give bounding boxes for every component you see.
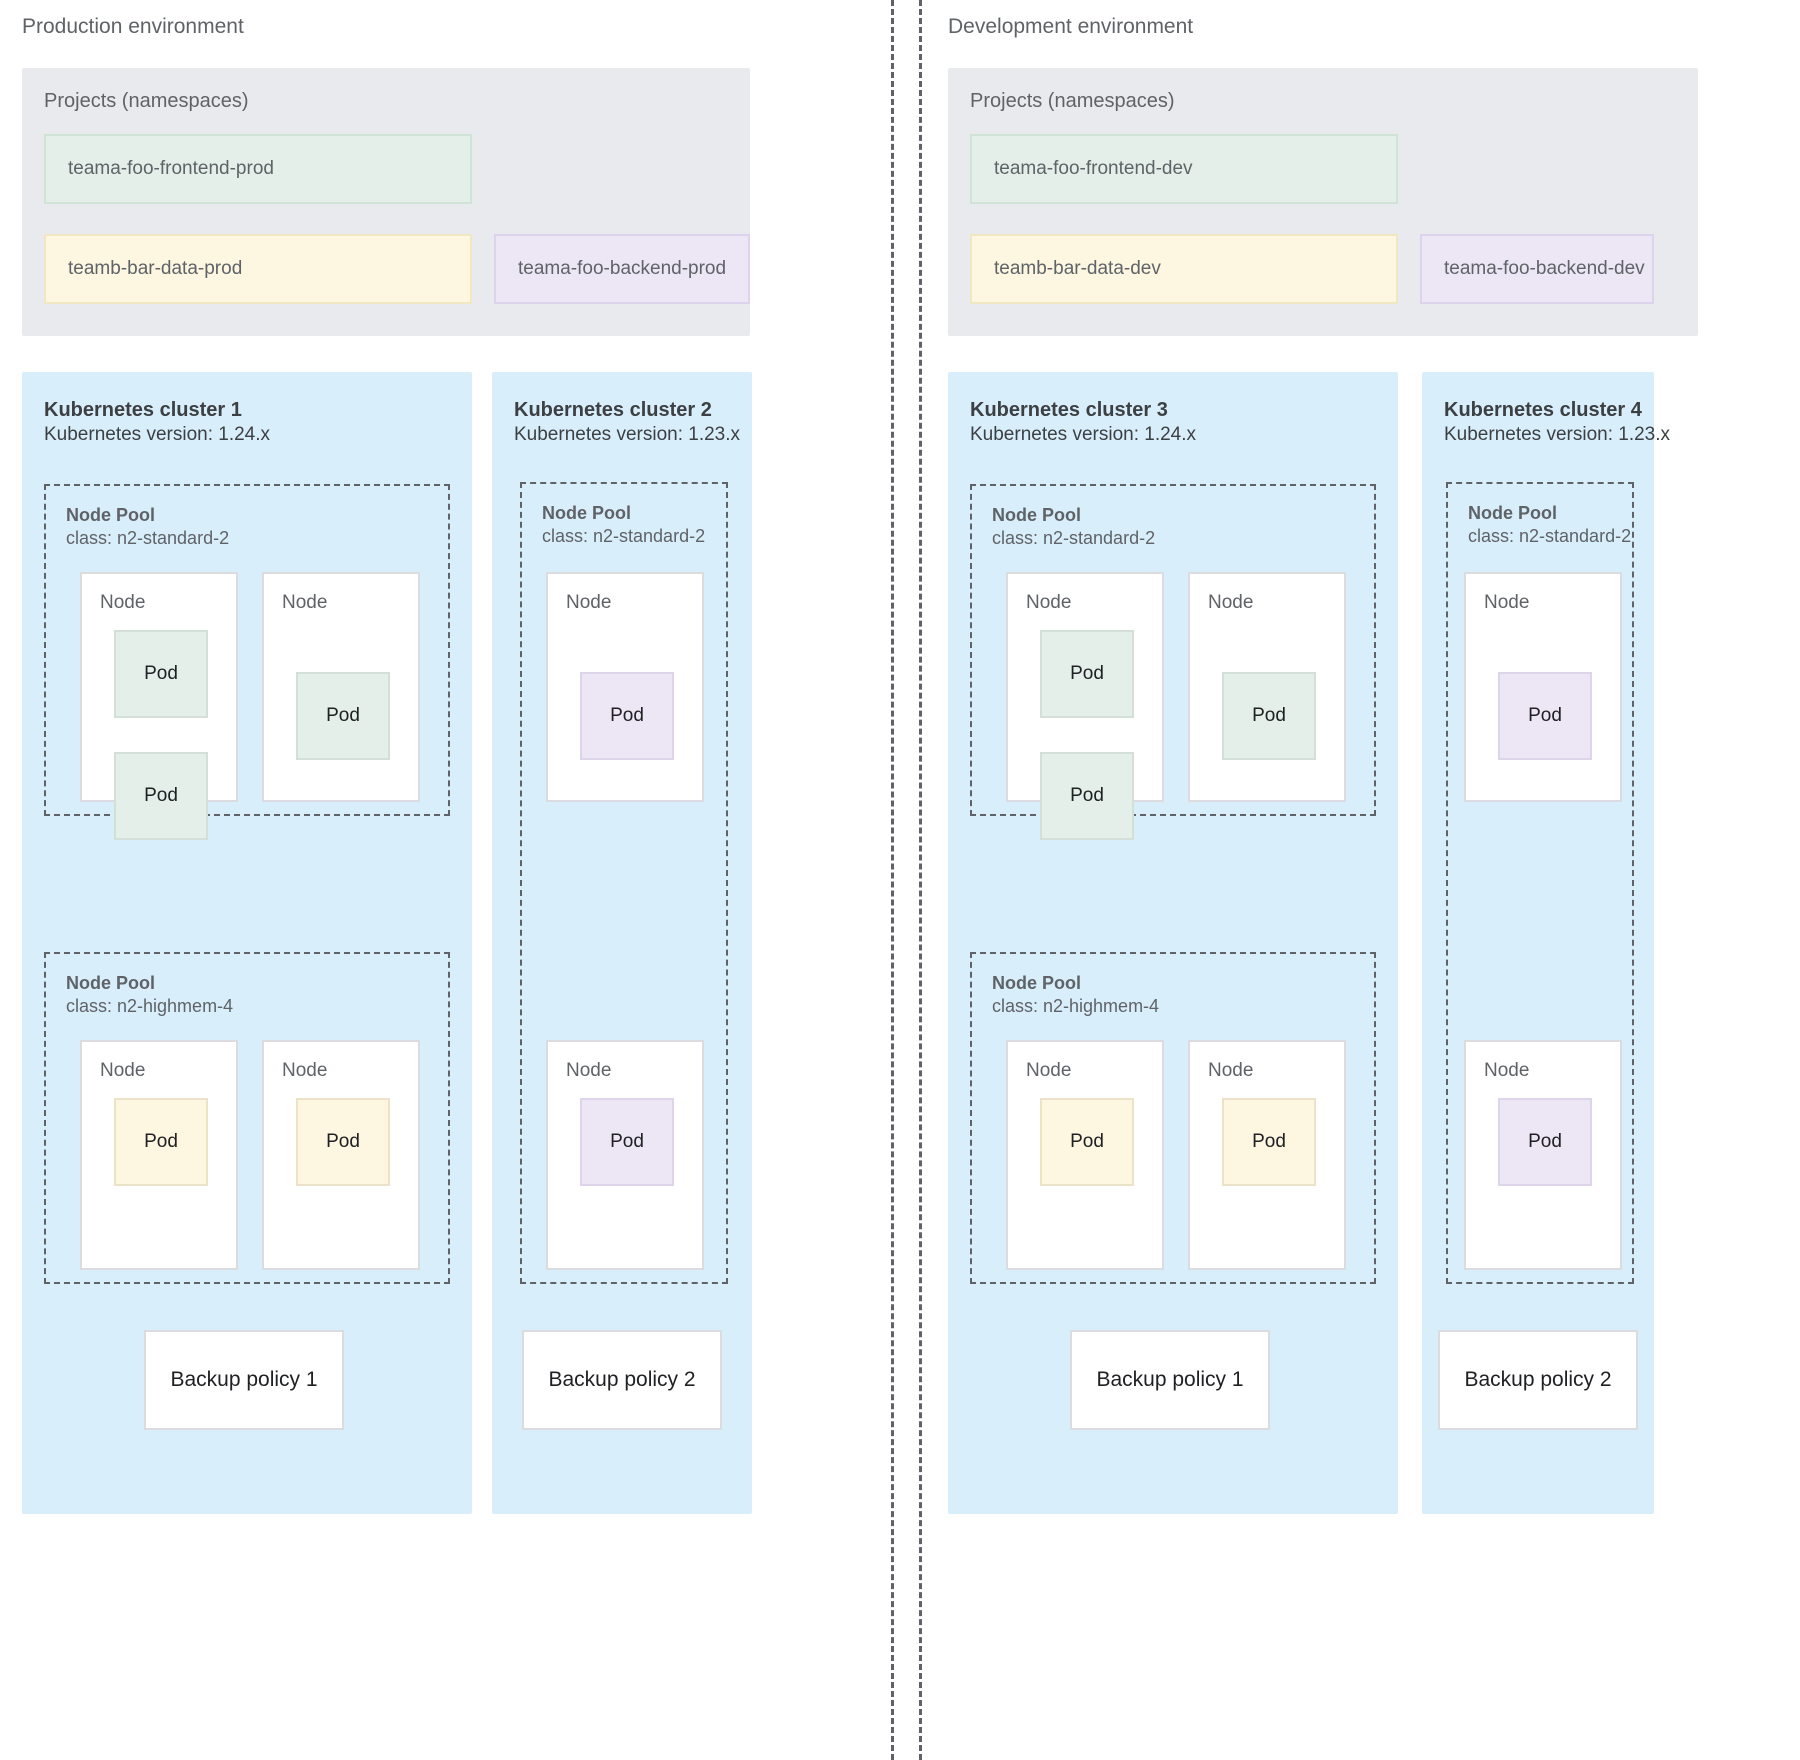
pod[interactable]: Pod <box>114 630 208 718</box>
node-label: Node <box>566 592 612 613</box>
environment-title-development: Development environment <box>948 15 1194 38</box>
cluster-header: Kubernetes cluster 3 Kubernetes version:… <box>970 398 1196 447</box>
node-pool[interactable]: Node Pool class: n2-highmem-4 Node Pod N… <box>970 952 1376 1284</box>
cluster-version: Kubernetes version: 1.24.x <box>44 424 271 445</box>
environment-development: Development environment Projects (namesp… <box>930 0 1800 1760</box>
node-pool-header: Node Pool class: n2-standard-2 <box>1468 502 1631 547</box>
node-pool-title: Node Pool <box>992 505 1081 525</box>
node-label: Node <box>566 1060 612 1081</box>
projects-panel-development: Projects (namespaces) teama-foo-frontend… <box>948 68 1698 336</box>
node[interactable]: Node Pod <box>546 572 704 802</box>
backup-policy[interactable]: Backup policy 1 <box>1070 1330 1270 1430</box>
node-label: Node <box>100 592 146 613</box>
node-pool-title: Node Pool <box>542 503 631 523</box>
node[interactable]: Node Pod <box>1188 572 1346 802</box>
pod[interactable]: Pod <box>114 752 208 840</box>
node-label: Node <box>100 1060 146 1081</box>
kubernetes-cluster-panel[interactable]: Kubernetes cluster 3 Kubernetes version:… <box>948 372 1398 1514</box>
cluster-name: Kubernetes cluster 3 <box>970 399 1168 421</box>
node-pool-title: Node Pool <box>66 973 155 993</box>
node-pool[interactable]: Node Pool class: n2-standard-2 Node Pod … <box>44 484 450 840</box>
cluster-version: Kubernetes version: 1.23.x <box>1444 424 1671 445</box>
node-pool[interactable]: Node Pool class: n2-standard-2 Node Pod … <box>970 484 1376 840</box>
node[interactable]: Node Pod Pod <box>80 572 238 840</box>
environment-production: Production environment Projects (namespa… <box>0 0 880 1760</box>
pod[interactable]: Pod <box>1498 672 1592 760</box>
node-pool-class: class: n2-standard-2 <box>992 527 1156 548</box>
pod[interactable]: Pod <box>296 1098 390 1186</box>
environment-divider-line <box>919 0 922 1760</box>
node-pool-title: Node Pool <box>992 973 1081 993</box>
namespace-box[interactable]: teama-foo-frontend-dev <box>970 134 1398 204</box>
pod[interactable]: Pod <box>580 1098 674 1186</box>
node[interactable]: Node Pod <box>1006 1040 1164 1270</box>
backup-policy[interactable]: Backup policy 2 <box>1438 1330 1638 1430</box>
pod[interactable]: Pod <box>1222 672 1316 760</box>
node-label: Node <box>1484 1060 1530 1081</box>
node-label: Node <box>282 1060 328 1081</box>
node-pool-header: Node Pool class: n2-standard-2 <box>66 504 229 549</box>
node-label: Node <box>1484 592 1530 613</box>
projects-label: Projects (namespaces) <box>970 90 1175 112</box>
cluster-name: Kubernetes cluster 2 <box>514 399 712 421</box>
namespace-box[interactable]: teama-foo-backend-prod <box>494 234 750 304</box>
cluster-header: Kubernetes cluster 1 Kubernetes version:… <box>44 398 270 447</box>
pod[interactable]: Pod <box>1222 1098 1316 1186</box>
node-pool-class: class: n2-highmem-4 <box>66 995 234 1016</box>
environment-title-production: Production environment <box>22 15 244 38</box>
node-pool-header: Node Pool class: n2-highmem-4 <box>992 972 1159 1017</box>
node-pool-title: Node Pool <box>1468 503 1557 523</box>
namespace-box[interactable]: teamb-bar-data-prod <box>44 234 472 304</box>
cluster-name: Kubernetes cluster 4 <box>1444 399 1642 421</box>
node[interactable]: Node Pod Pod <box>1006 572 1164 840</box>
node[interactable]: Node Pod <box>1464 572 1622 802</box>
cluster-version: Kubernetes version: 1.24.x <box>970 424 1197 445</box>
node[interactable]: Node Pod <box>80 1040 238 1270</box>
node-pool[interactable]: Node Pool class: n2-standard-2 Node Pod … <box>520 482 728 1284</box>
pod[interactable]: Pod <box>296 672 390 760</box>
node-pool-header: Node Pool class: n2-standard-2 <box>542 502 705 547</box>
cluster-version: Kubernetes version: 1.23.x <box>514 424 741 445</box>
pod[interactable]: Pod <box>1040 752 1134 840</box>
node-pool-title: Node Pool <box>66 505 155 525</box>
node[interactable]: Node Pod <box>262 572 420 802</box>
node-label: Node <box>1208 1060 1254 1081</box>
node-pool-class: class: n2-standard-2 <box>542 525 706 546</box>
backup-policy[interactable]: Backup policy 1 <box>144 1330 344 1430</box>
node-label: Node <box>1026 1060 1072 1081</box>
cluster-name: Kubernetes cluster 1 <box>44 399 242 421</box>
backup-policy[interactable]: Backup policy 2 <box>522 1330 722 1430</box>
node-label: Node <box>1208 592 1254 613</box>
pod[interactable]: Pod <box>1040 630 1134 718</box>
cluster-header: Kubernetes cluster 4 Kubernetes version:… <box>1444 398 1670 447</box>
node-label: Node <box>1026 592 1072 613</box>
node[interactable]: Node Pod <box>1188 1040 1346 1270</box>
node-pool-class: class: n2-standard-2 <box>1468 525 1632 546</box>
pod[interactable]: Pod <box>114 1098 208 1186</box>
kubernetes-cluster-panel[interactable]: Kubernetes cluster 4 Kubernetes version:… <box>1422 372 1670 1514</box>
pod[interactable]: Pod <box>1498 1098 1592 1186</box>
environment-divider-line <box>891 0 894 1760</box>
projects-label: Projects (namespaces) <box>44 90 249 112</box>
namespace-box[interactable]: teama-foo-frontend-prod <box>44 134 472 204</box>
node-label: Node <box>282 592 328 613</box>
node-pool-class: class: n2-standard-2 <box>66 527 230 548</box>
pod[interactable]: Pod <box>580 672 674 760</box>
node[interactable]: Node Pod <box>546 1040 704 1270</box>
pod[interactable]: Pod <box>1040 1098 1134 1186</box>
node-pool[interactable]: Node Pool class: n2-highmem-4 Node Pod N… <box>44 952 450 1284</box>
namespace-box[interactable]: teama-foo-backend-dev <box>1420 234 1654 304</box>
cluster-header: Kubernetes cluster 2 Kubernetes version:… <box>514 398 740 447</box>
namespace-box[interactable]: teamb-bar-data-dev <box>970 234 1398 304</box>
node[interactable]: Node Pod <box>262 1040 420 1270</box>
kubernetes-cluster-panel[interactable]: Kubernetes cluster 2 Kubernetes version:… <box>492 372 752 1514</box>
node-pool[interactable]: Node Pool class: n2-standard-2 Node Pod … <box>1446 482 1634 1284</box>
node-pool-header: Node Pool class: n2-highmem-4 <box>66 972 233 1017</box>
node-pool-header: Node Pool class: n2-standard-2 <box>992 504 1155 549</box>
projects-panel-production: Projects (namespaces) teama-foo-frontend… <box>22 68 750 336</box>
node[interactable]: Node Pod <box>1464 1040 1622 1270</box>
kubernetes-cluster-panel[interactable]: Kubernetes cluster 1 Kubernetes version:… <box>22 372 472 1514</box>
node-pool-class: class: n2-highmem-4 <box>992 995 1160 1016</box>
